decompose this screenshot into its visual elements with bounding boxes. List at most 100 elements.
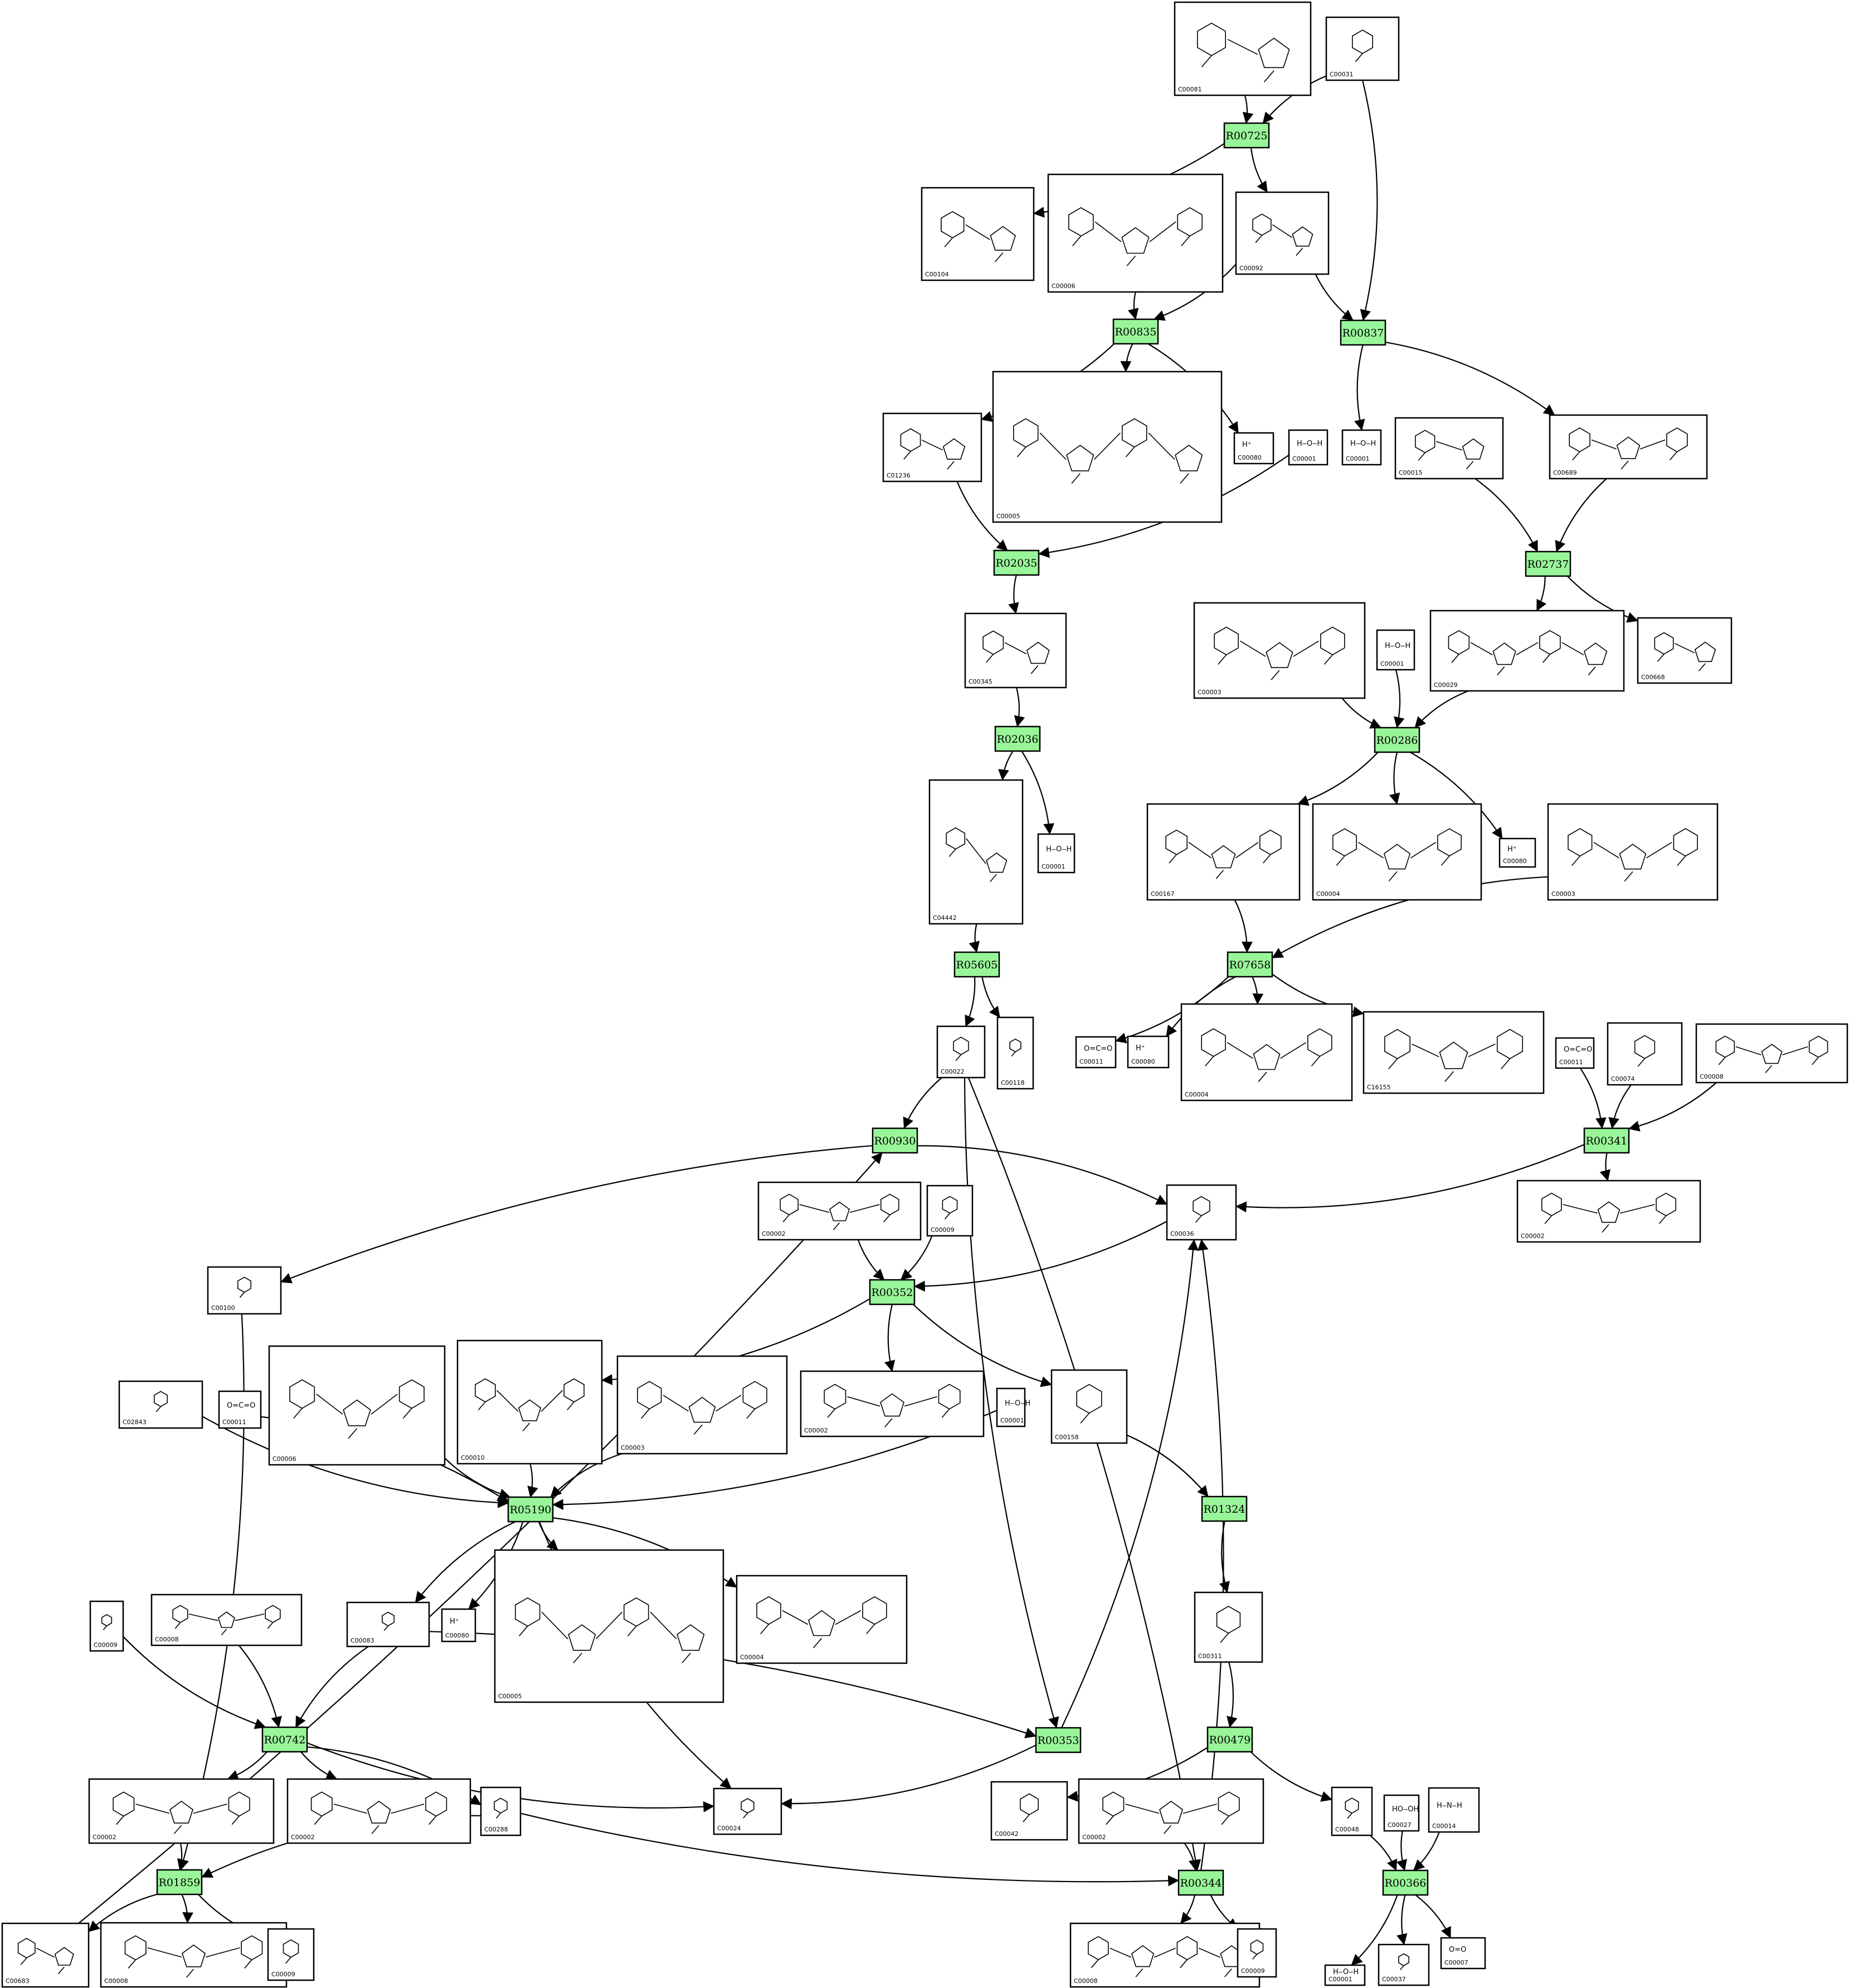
- compound-node-c00074[interactable]: C00074: [1607, 1022, 1683, 1086]
- reaction-node-r00286[interactable]: R00286: [1374, 727, 1420, 753]
- compound-node-c00080[interactable]: H⁺C00080: [1233, 432, 1274, 465]
- edge-R00353-to-C00036: [1061, 1239, 1199, 1728]
- compound-node-c00008[interactable]: C00008: [150, 1594, 303, 1646]
- compound-node-c00002[interactable]: C00002: [88, 1778, 275, 1844]
- compound-node-c00004[interactable]: C00004: [736, 1575, 908, 1664]
- edge-R00835-to-C00005: [1120, 343, 1133, 372]
- reaction-node-r00742[interactable]: R00742: [261, 1726, 308, 1753]
- compound-box: [1193, 602, 1366, 699]
- compound-node-c02843[interactable]: C02843: [118, 1380, 203, 1429]
- compound-node-c00080[interactable]: H⁺C00080: [1498, 837, 1536, 868]
- reaction-node-r00366[interactable]: R00366: [1382, 1869, 1429, 1896]
- compound-node-c00003[interactable]: C00003: [616, 1355, 788, 1455]
- compound-node-c00118[interactable]: C00118: [996, 1016, 1034, 1090]
- compound-node-c00080[interactable]: H⁺C00080: [441, 1608, 476, 1643]
- compound-node-c00080[interactable]: H⁺C00080: [1127, 1035, 1170, 1069]
- reaction-node-r00344[interactable]: R00344: [1177, 1869, 1224, 1896]
- reaction-node-r00835[interactable]: R00835: [1112, 318, 1159, 345]
- compound-node-c16155[interactable]: C16155: [1362, 1011, 1545, 1094]
- compound-node-c00092[interactable]: C00092: [1235, 191, 1330, 275]
- compound-box: [1498, 837, 1536, 868]
- compound-node-c00002[interactable]: C00002: [1516, 1180, 1701, 1243]
- compound-node-c00668[interactable]: C00668: [1637, 617, 1733, 684]
- reaction-node-r00930[interactable]: R00930: [872, 1127, 918, 1154]
- compound-id-label: C00003: [1198, 689, 1222, 696]
- compound-node-c00002[interactable]: C00002: [757, 1181, 922, 1241]
- compound-node-c00024[interactable]: C00024: [713, 1787, 782, 1835]
- compound-node-c00009[interactable]: C00009: [267, 1928, 315, 1981]
- compound-node-c00002[interactable]: C00002: [286, 1778, 471, 1844]
- compound-node-c00345[interactable]: C00345: [964, 612, 1067, 689]
- structure-drawing-icon: [1252, 213, 1313, 256]
- compound-node-c00100[interactable]: C00100: [207, 1266, 282, 1315]
- reaction-node-r05605[interactable]: R05605: [953, 951, 1000, 978]
- compound-node-c00008[interactable]: C00008: [1069, 1922, 1261, 1988]
- compound-node-c00010[interactable]: C00010: [456, 1339, 603, 1465]
- compound-node-c00081[interactable]: C00081: [1174, 1, 1312, 96]
- compound-node-c00048[interactable]: C00048: [1331, 1786, 1373, 1836]
- reaction-node-r02737[interactable]: R02737: [1525, 550, 1571, 577]
- compound-node-c00037[interactable]: C00037: [1378, 1943, 1430, 1986]
- compound-box: [1312, 803, 1482, 901]
- compound-node-c00005[interactable]: C00005: [992, 371, 1223, 523]
- compound-node-c00022[interactable]: C00022: [936, 1025, 986, 1079]
- compound-node-c00009[interactable]: C00009: [1237, 1928, 1277, 1978]
- compound-node-c00288[interactable]: C00288: [480, 1786, 522, 1836]
- edge-R01859-to-C00008: [181, 1894, 193, 1923]
- compound-node-c00029[interactable]: C00029: [1429, 610, 1625, 692]
- compound-node-c00004[interactable]: C00004: [1180, 1003, 1353, 1102]
- reaction-node-r00353[interactable]: R00353: [1035, 1727, 1082, 1753]
- compound-node-c04442[interactable]: C04442: [928, 779, 1024, 925]
- compound-node-c00683[interactable]: C00683: [1, 1922, 90, 1988]
- compound-node-c00311[interactable]: C00311: [1194, 1591, 1263, 1663]
- compound-node-c00015[interactable]: C00015: [1394, 417, 1504, 480]
- compound-node-c00005[interactable]: C00005: [494, 1549, 724, 1703]
- reaction-node-r00479[interactable]: R00479: [1206, 1726, 1253, 1753]
- compound-node-c00158[interactable]: C00158: [1050, 1369, 1128, 1444]
- edge-R00344-to-C00036: [1197, 1239, 1224, 1871]
- reaction-node-r00352[interactable]: R00352: [869, 1279, 916, 1305]
- compound-node-c00689[interactable]: C00689: [1549, 414, 1708, 480]
- compound-node-c00036[interactable]: C00036: [1166, 1184, 1237, 1241]
- compound-node-c00167[interactable]: C00167: [1146, 803, 1301, 901]
- reaction-node-r01324[interactable]: R01324: [1201, 1495, 1248, 1522]
- compound-node-c01236[interactable]: C01236: [882, 412, 982, 483]
- compound-node-c00008[interactable]: C00008: [100, 1922, 288, 1988]
- compound-node-c00008[interactable]: C00008: [1695, 1023, 1848, 1084]
- compound-node-c00003[interactable]: C00003: [1193, 602, 1366, 699]
- compound-node-c00009[interactable]: C00009: [89, 1600, 124, 1652]
- compound-node-c00002[interactable]: C00002: [1078, 1778, 1264, 1844]
- edge-R00742-to-C00002: [300, 1751, 338, 1780]
- compound-node-c00083[interactable]: C00083: [346, 1601, 430, 1648]
- compound-node-c00003[interactable]: C00003: [1547, 803, 1719, 901]
- compound-node-c00042[interactable]: C00042: [990, 1781, 1068, 1841]
- compound-node-c00006[interactable]: C00006: [268, 1345, 446, 1466]
- compound-node-c00006[interactable]: C00006: [1047, 173, 1224, 293]
- reaction-node-r02036[interactable]: R02036: [994, 725, 1041, 752]
- compound-node-c00004[interactable]: C00004: [1312, 803, 1482, 901]
- reaction-node-r00725[interactable]: R00725: [1223, 122, 1270, 149]
- reaction-node-r05190[interactable]: R05190: [507, 1496, 554, 1523]
- reaction-node-r00837[interactable]: R00837: [1340, 319, 1386, 346]
- reaction-node-r02035[interactable]: R02035: [993, 549, 1040, 576]
- compound-node-c00031[interactable]: C00031: [1325, 16, 1400, 81]
- reaction-node-r01859[interactable]: R01859: [156, 1869, 203, 1896]
- compound-node-c00104[interactable]: C00104: [921, 187, 1035, 281]
- reaction-node-r07658[interactable]: R07658: [1227, 951, 1273, 978]
- compound-node-c00002[interactable]: C00002: [800, 1370, 985, 1438]
- compound-node-c00009[interactable]: C00009: [926, 1185, 974, 1237]
- reaction-node-r00341[interactable]: R00341: [1583, 1127, 1630, 1154]
- reaction-id-label: R00353: [1038, 1734, 1079, 1747]
